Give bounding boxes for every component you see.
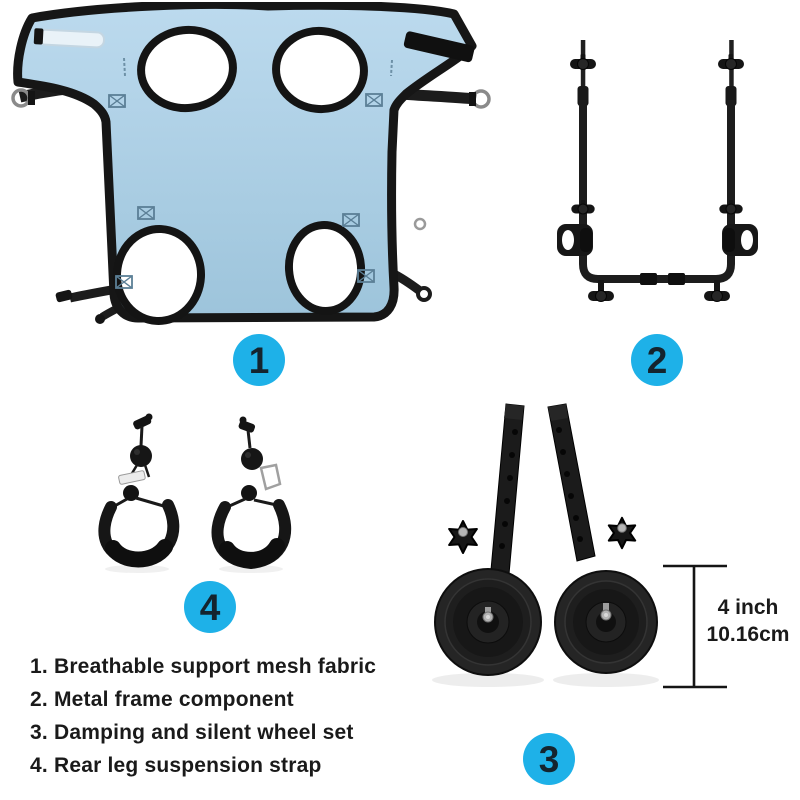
suspension-straps-image — [98, 413, 292, 573]
small-hook-icon — [413, 217, 427, 231]
frame-bottom-bar-parts — [587, 273, 731, 302]
wire-buckle-icon — [259, 463, 282, 491]
frame-top-rods — [569, 40, 745, 106]
left-star-knob-icon — [448, 520, 478, 554]
mesh-harness-image — [11, 2, 491, 325]
wing-knob-icon — [587, 285, 615, 302]
right-suspension-strap — [211, 416, 292, 570]
dimension-bracket — [663, 564, 727, 689]
clip-icon — [239, 416, 247, 424]
dimension-annotation: 4 inch 10.16cm — [700, 594, 796, 648]
callout-badge-1: 1 — [233, 334, 285, 386]
dimension-metric: 10.16cm — [706, 623, 790, 646]
legend-item: 2. Metal frame component — [30, 688, 294, 711]
frame-clamps — [557, 224, 758, 256]
frame-tube — [579, 100, 735, 283]
right-star-knob-icon — [607, 516, 637, 550]
legend-item: 3. Damping and silent wheel set — [30, 721, 354, 744]
left-suspension-strap — [98, 413, 180, 568]
leg-loop-pad — [105, 539, 173, 568]
metal-frame-image — [557, 40, 758, 302]
right-wheel-strut — [547, 403, 596, 562]
cord-lock-icon — [241, 485, 257, 501]
wing-knob-icon — [570, 199, 596, 215]
cord-toggle-icon — [241, 448, 263, 470]
harness-body — [13, 2, 477, 323]
dimension-inches: 4 inch — [717, 596, 779, 619]
frame-mid-knobs — [570, 199, 744, 215]
left-wheel — [434, 568, 542, 676]
label-tag-icon — [118, 470, 146, 485]
right-wheel — [554, 570, 658, 674]
cord-lock-icon — [123, 485, 139, 501]
leg-loop-pad — [219, 538, 285, 568]
axle-stem — [603, 603, 609, 615]
stitch-box-icons — [108, 57, 393, 289]
parts-legend: 1. Breathable support mesh fabric 2. Met… — [30, 650, 410, 782]
snap-hook-icon — [416, 286, 432, 302]
callout-badge-4: 4 — [184, 581, 236, 633]
harness-leg-holes — [112, 25, 368, 325]
wing-knob-icon — [717, 53, 745, 70]
left-wheel-strut — [490, 403, 525, 575]
wing-knob-icon — [718, 199, 744, 215]
legend-item: 4. Rear leg suspension strap — [30, 754, 322, 777]
velcro-strip — [403, 31, 475, 63]
clip-icon — [145, 413, 153, 421]
cord-toggle-icon — [130, 445, 152, 467]
callout-badge-2: 2 — [631, 334, 683, 386]
wing-knob-icon — [569, 53, 597, 70]
wing-knob-icon — [703, 285, 731, 302]
legend-item: 1. Breathable support mesh fabric — [30, 655, 377, 678]
callout-badge-3: 3 — [523, 733, 575, 785]
wheel-set-image — [432, 403, 659, 687]
harness-pocket-strip — [33, 28, 106, 49]
